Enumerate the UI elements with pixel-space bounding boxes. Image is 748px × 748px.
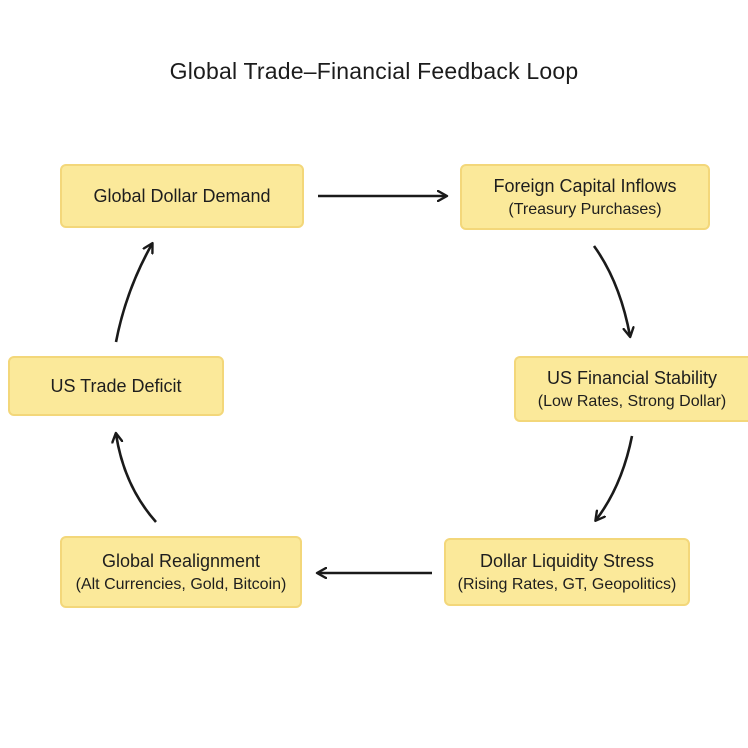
node-sublabel: (Low Rates, Strong Dollar) <box>537 392 727 410</box>
node-sublabel: (Rising Rates, GT, Geopolitics) <box>457 575 677 593</box>
node-label: Dollar Liquidity Stress <box>479 550 655 571</box>
node-label: Global Dollar Demand <box>93 185 271 206</box>
node-foreign-capital-inflows: Foreign Capital Inflows (Treasury Purcha… <box>460 164 710 230</box>
diagram-title: Global Trade–Financial Feedback Loop <box>169 58 579 84</box>
arrow-stability-to-stress <box>596 435 634 520</box>
node-global-realignment: Global Realignment (Alt Currencies, Gold… <box>60 536 302 608</box>
node-us-trade-deficit: US Trade Deficit <box>8 356 224 416</box>
node-us-financial-stability: US Financial Stability (Low Rates, Stron… <box>514 356 748 422</box>
node-label: Foreign Capital Inflows <box>493 175 677 196</box>
node-sublabel: (Alt Currencies, Gold, Bitcoin) <box>75 575 287 593</box>
node-label: US Trade Deficit <box>50 375 182 396</box>
arrow-inflows-to-stability <box>592 245 630 336</box>
node-label: US Financial Stability <box>546 367 718 388</box>
arrow-realign-to-deficit <box>116 434 157 523</box>
node-dollar-liquidity-stress: Dollar Liquidity Stress (Rising Rates, G… <box>444 538 690 606</box>
node-global-dollar-demand: Global Dollar Demand <box>60 164 304 228</box>
arrow-deficit-to-demand <box>114 244 152 343</box>
node-label: Global Realignment <box>101 550 261 571</box>
node-sublabel: (Treasury Purchases) <box>508 200 662 218</box>
